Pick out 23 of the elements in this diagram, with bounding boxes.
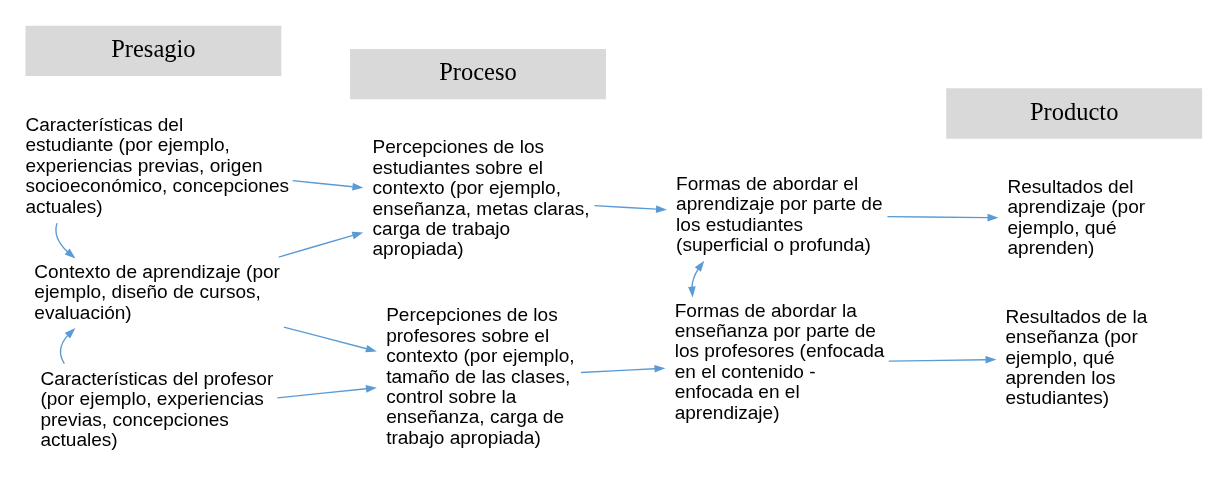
arrow — [886, 213, 999, 221]
arrow — [888, 355, 997, 364]
arrow — [55, 222, 76, 258]
node-text: Resultados de la enseñanza (por ejemplo, qué aprenden los estudiantes) — [1005, 305, 1148, 408]
arrow — [283, 325, 377, 352]
node-box: Proceso — [350, 48, 606, 99]
node-text: Formas de abordar la enseñanza por parte de los profesores (enfocada en el contenido - enfocada en el aprendizaje) — [674, 299, 885, 423]
arrow — [580, 364, 666, 373]
node-text: Percepciones de los profesores sobre el contexto (por ejemplo, tamaño de las clases, control sobre la enseñanza, carga de trabajo apropiada) — [386, 303, 575, 448]
node-text: Contexto de aprendizaje (por ejemplo, diseño de cursos, evaluación) — [34, 260, 280, 323]
node-text: Percepciones de los estudiantes sobre el contexto (por ejemplo, enseñanza, metas claras, carga de trabajo apropiada) — [372, 135, 590, 259]
node-box: Presagio — [25, 25, 282, 76]
arrow — [593, 204, 667, 213]
node-text: Características del estudiante (por ejemplo, experiencias previas, origen socioeconómico, concepciones actuales) — [25, 113, 290, 217]
node-text: Características del profesor (por ejemplo, experiencias previas, concepciones actuales) — [40, 367, 274, 450]
arrow — [278, 231, 364, 258]
arrow — [688, 260, 705, 297]
node-box: Producto — [946, 87, 1203, 139]
arrow — [276, 384, 377, 398]
arrow — [59, 327, 76, 364]
node-text: Formas de abordar el aprendizaje por parte de los estudiantes (superficial o profunda) — [676, 172, 883, 255]
node-text: Resultados del aprendizaje (por ejemplo, qué aprenden) — [1007, 175, 1146, 258]
arrow — [292, 179, 364, 190]
